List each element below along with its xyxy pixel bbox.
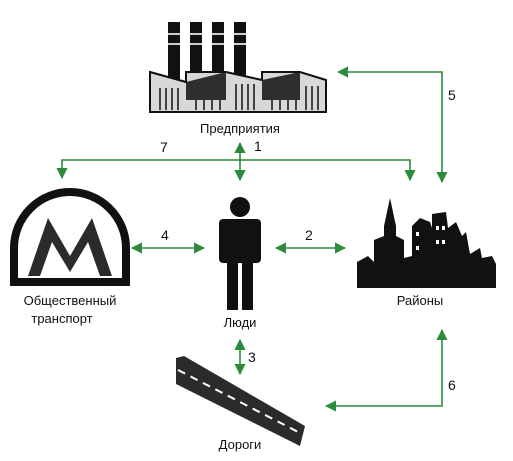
districts-label: Районы bbox=[397, 293, 443, 308]
factory-icon bbox=[149, 22, 327, 113]
transport-label-line1: Общественный bbox=[24, 293, 117, 308]
skyline-windows bbox=[416, 226, 445, 250]
link-2-number: 2 bbox=[305, 227, 313, 243]
link-6-line bbox=[324, 328, 448, 412]
link-5-line bbox=[336, 66, 448, 184]
link-7-number: 7 bbox=[160, 139, 168, 155]
people-label: Люди bbox=[224, 315, 257, 330]
roads-label: Дороги bbox=[219, 437, 262, 452]
city-skyline-icon bbox=[357, 198, 496, 288]
link-5-number: 5 bbox=[448, 87, 456, 103]
link-4-number: 4 bbox=[161, 227, 169, 243]
metro-logo-icon bbox=[10, 188, 130, 286]
link-3-number: 3 bbox=[248, 349, 256, 365]
transport-label-line2: транспорт bbox=[31, 311, 92, 326]
link-6-number: 6 bbox=[448, 377, 456, 393]
link-7-line bbox=[56, 159, 416, 182]
link-1-number: 1 bbox=[254, 138, 262, 154]
person-icon bbox=[219, 197, 261, 310]
road-icon bbox=[176, 356, 305, 446]
enterprises-label: Предприятия bbox=[200, 121, 280, 136]
